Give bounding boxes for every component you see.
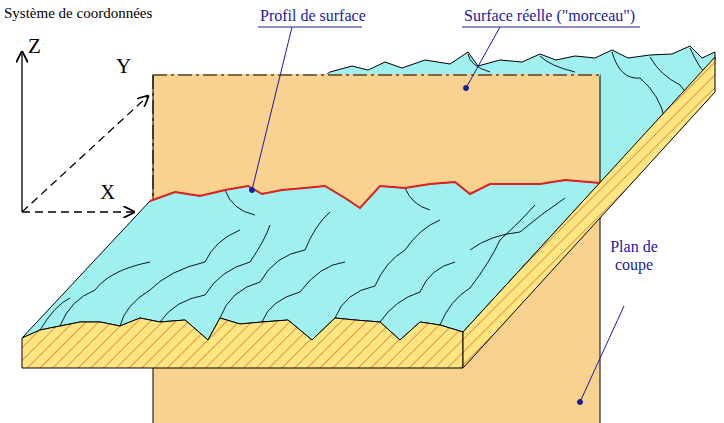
- surface-front: [22, 180, 600, 340]
- leader-lines: [250, 27, 641, 405]
- callout-label: Profil de surface: [260, 7, 366, 25]
- axis-name: X: [100, 180, 115, 204]
- side-face: [463, 57, 715, 368]
- axes-caption: Système de coordonnées: [4, 5, 152, 22]
- callout-label: Plan de coupe: [606, 238, 662, 275]
- axis-name: Z: [28, 34, 41, 58]
- callout-label: Surface réelle ("morceau"): [464, 7, 635, 25]
- coordinate-axes: [22, 52, 148, 212]
- axis-name: Y: [116, 54, 131, 78]
- front-face: [22, 318, 463, 368]
- surface-profile: [150, 180, 600, 208]
